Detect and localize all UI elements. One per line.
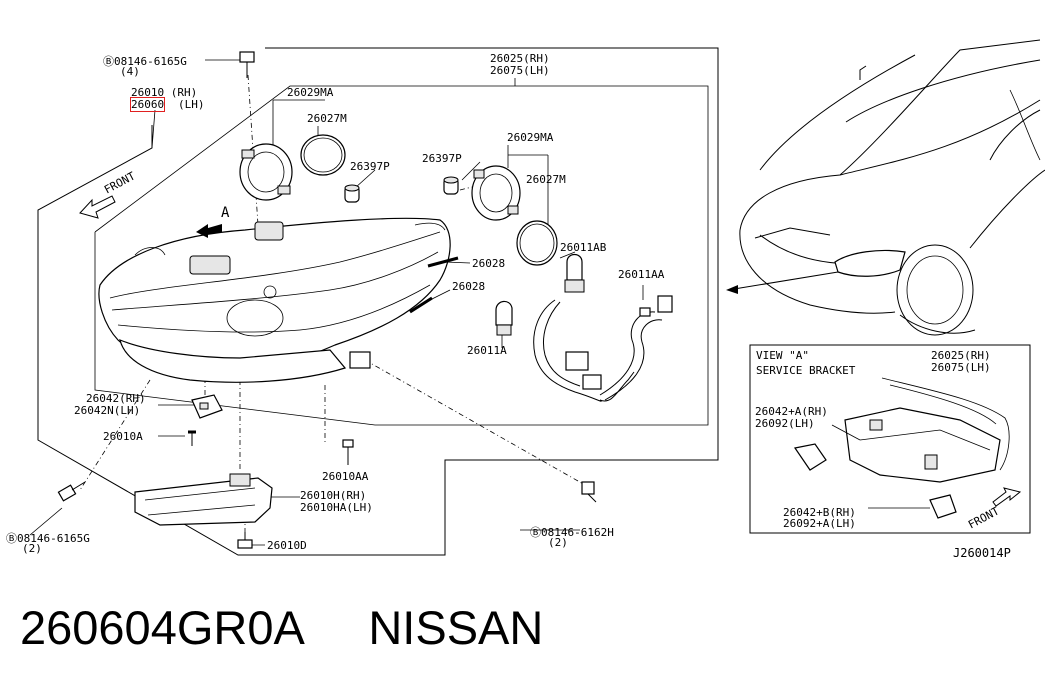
label-bracket-rh: 26042(RH) — [86, 392, 146, 405]
view-a-frame — [749, 344, 1031, 534]
label-bolt-right: Ⓑ08146-6162H — [530, 526, 614, 539]
label-bulb-a: 26011A — [467, 344, 507, 357]
wiring-harness — [533, 295, 673, 402]
view-a-upper-lh: 26092(LH) — [755, 417, 815, 430]
label-bolt-left-qty: (2) — [22, 542, 42, 555]
label-assy-lh: 26075(LH) — [490, 64, 550, 77]
bracket-26042 — [191, 394, 223, 419]
label-hl-lh-suffix: (LH) — [178, 98, 205, 111]
label-cap-left: 26397P — [350, 160, 390, 173]
part-number: 260604GR0A — [20, 601, 303, 654]
label-screw-a: 26010A — [103, 430, 143, 443]
view-a-title: VIEW "A" — [756, 349, 809, 362]
cap-right — [443, 176, 459, 195]
clip-upper — [427, 256, 459, 268]
label-drl-lh: 26010HA(LH) — [300, 501, 373, 514]
label-bolt-right-qty: (2) — [548, 536, 568, 549]
label-socket-right: 26029MA — [507, 131, 554, 144]
screw-26010d — [237, 532, 253, 549]
socket-right — [471, 165, 521, 221]
car-illustration — [739, 39, 1045, 336]
label-bracket-lh: 26042N(LH) — [74, 404, 141, 417]
label-oring-left: 26027M — [307, 112, 347, 125]
view-a-lower-lh: 26092+A(LH) — [783, 517, 856, 530]
view-a-upper-rh: 26042+A(RH) — [755, 405, 828, 418]
bolt-top — [239, 51, 255, 78]
view-a-subtitle: SERVICE BRACKET — [756, 364, 856, 377]
front-arrow-icon — [79, 195, 116, 219]
screw-26010aa — [342, 439, 354, 465]
footer: 260604GR0A NISSAN — [20, 598, 543, 658]
brand-name: NISSAN — [368, 601, 544, 654]
label-screw-d: 26010D — [267, 539, 307, 552]
drl-unit — [134, 473, 273, 526]
bulb-26011ab — [564, 253, 585, 293]
label-hl-rh: 26010 (RH) — [131, 86, 198, 99]
label-screw-aa: 26010AA — [322, 470, 369, 483]
bolt-left — [57, 481, 86, 502]
view-a-assy-rh: 26025(RH) — [931, 349, 991, 362]
service-bracket-detail — [793, 377, 1010, 519]
label-drl-rh: 26010H(RH) — [300, 489, 367, 502]
main-frame — [37, 47, 719, 556]
headlamp-housing — [98, 217, 451, 383]
view-a-front-arrow-icon — [992, 487, 1022, 507]
label-clip-2: 26028 — [452, 280, 486, 293]
cap-left — [344, 184, 360, 203]
leader-lines — [29, 59, 644, 546]
label-clip-1: 26028 — [472, 257, 506, 270]
view-a-assy-lh: 26075(LH) — [931, 361, 991, 374]
label-cap-right: 26397P — [422, 152, 462, 165]
clip-lower — [409, 296, 433, 314]
socket-left — [239, 143, 293, 201]
screw-26010a — [188, 430, 196, 446]
view-a-arrow-icon — [196, 224, 222, 238]
diagram-id: J260014P — [953, 546, 1011, 560]
label-oring-right: 26027M — [526, 173, 566, 186]
label-bulb-ab: 26011AB — [560, 241, 607, 254]
oring-left — [300, 134, 346, 176]
bolt-right — [581, 481, 597, 503]
view-arrow-icon — [726, 271, 839, 294]
label-hl-lh-code: 26060 — [129, 97, 166, 112]
label-harness: 26011AA — [618, 268, 665, 281]
label-view-a-mark: A — [221, 205, 230, 221]
label-bolt-top: Ⓑ08146-6165G — [103, 55, 187, 68]
oring-right — [516, 220, 558, 266]
label-bolt-left: Ⓑ08146-6165G — [6, 532, 90, 545]
label-assy-rh: 26025(RH) — [490, 52, 550, 65]
view-a-lower-rh: 26042+B(RH) — [783, 506, 856, 519]
label-bolt-top-qty: (4) — [120, 65, 140, 78]
label-socket-left: 26029MA — [287, 86, 334, 99]
bulb-26011a — [495, 300, 513, 336]
